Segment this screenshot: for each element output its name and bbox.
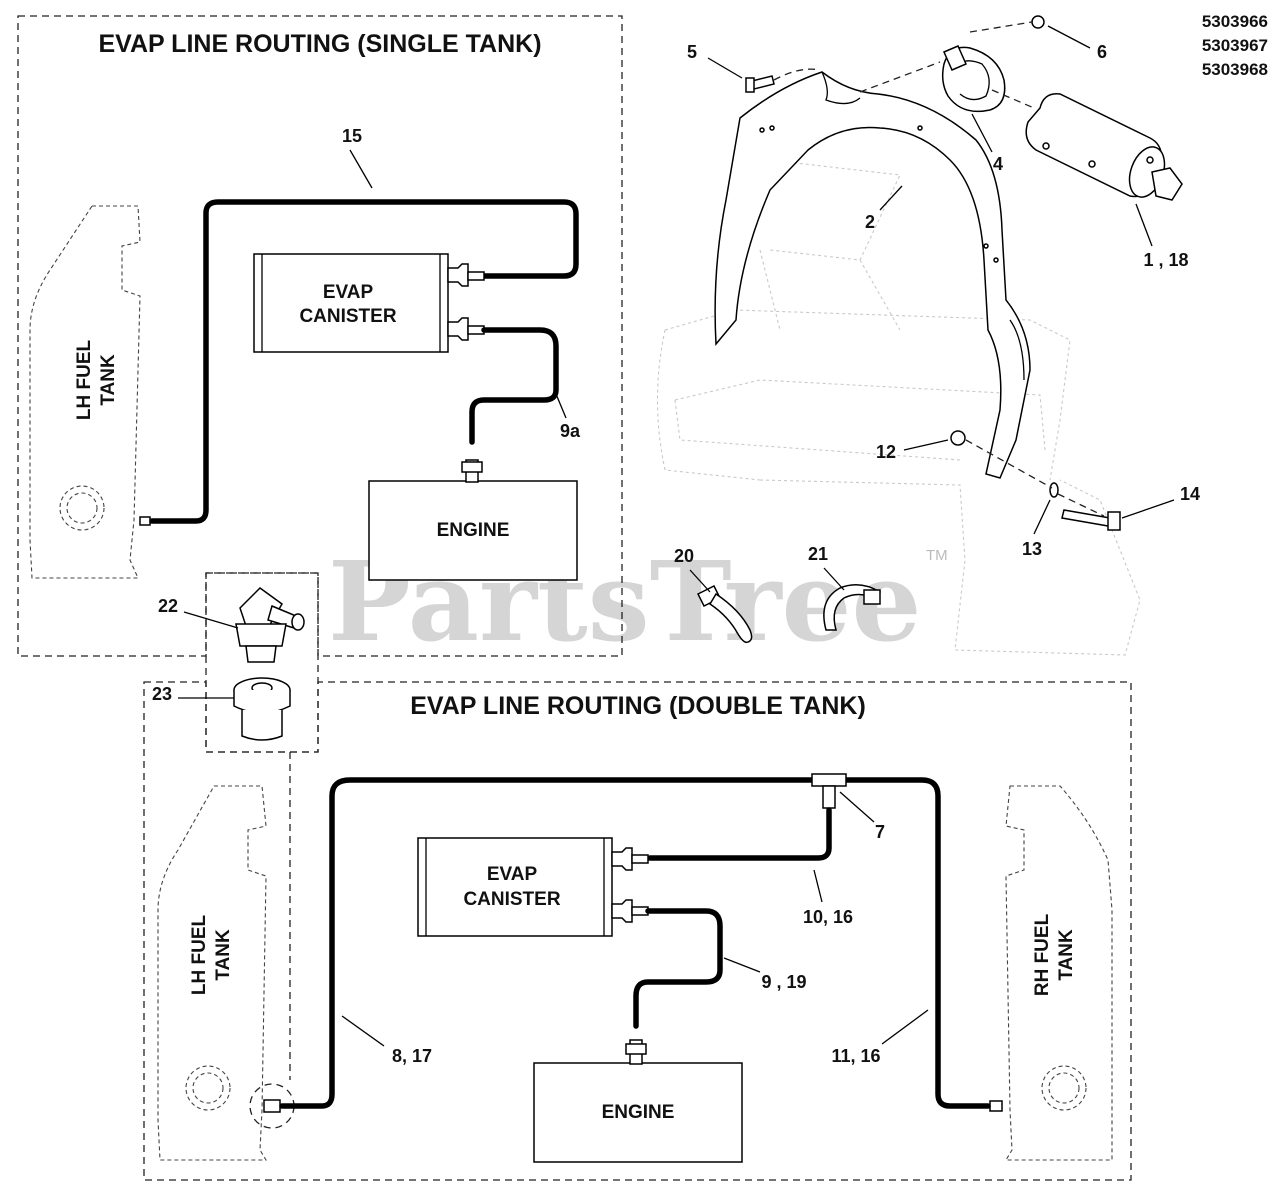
single-canister-label-1: EVAP	[323, 282, 374, 303]
callout-9-19: 9 , 19	[761, 972, 806, 992]
part-6-nut	[1031, 15, 1045, 29]
part-5-screw	[745, 75, 775, 93]
callout-13: 13	[1022, 539, 1042, 559]
double-engine-label: ENGINE	[602, 1102, 675, 1123]
part-12-nut	[950, 430, 966, 446]
single-hose-15	[149, 199, 579, 524]
callout-10-16: 10, 16	[803, 907, 853, 927]
single-tank-title: EVAP LINE ROUTING (SINGLE TANK)	[98, 30, 541, 58]
double-lh-fuel-tank: LH FUEL TANK	[157, 785, 295, 1161]
single-tank-label-1: LH FUEL	[74, 340, 95, 421]
single-evap-canister: EVAP CANISTER	[253, 253, 485, 353]
callout-20: 20	[674, 546, 694, 566]
double-rh-tank-label-1: RH FUEL	[1032, 913, 1053, 996]
double-rh-tank-label-2: TANK	[1056, 929, 1077, 981]
callout-21: 21	[808, 544, 828, 564]
part-13-washer	[1049, 482, 1059, 498]
single-hose-9a	[469, 327, 559, 445]
callout-2: 2	[865, 212, 875, 232]
callout-4: 4	[993, 154, 1003, 174]
callout-12: 12	[876, 442, 896, 462]
double-rh-fuel-tank: RH FUEL TANK	[989, 785, 1113, 1161]
single-engine: ENGINE	[368, 459, 578, 581]
callout-5: 5	[687, 42, 697, 62]
double-canister-label-1: EVAP	[487, 864, 538, 885]
part-2-bracket	[714, 71, 1031, 479]
single-lh-fuel-tank: LH FUEL TANK	[29, 205, 151, 579]
tee-fitting-7	[811, 773, 847, 809]
part-number-2: 5303967	[1202, 36, 1268, 55]
double-hose-8-17	[279, 777, 815, 1109]
part-20-cable-tie: 20	[674, 546, 753, 644]
callout-6: 6	[1097, 42, 1107, 62]
single-canister-label-2: CANISTER	[299, 306, 396, 327]
double-lh-tank-label-1: LH FUEL	[189, 915, 210, 996]
callout-22: 22	[158, 596, 178, 616]
double-hose-11-16	[843, 777, 991, 1109]
part-22-fitting	[235, 587, 305, 663]
grommet-fitting-box: 22 23	[152, 572, 319, 753]
double-engine: ENGINE	[533, 1039, 743, 1163]
single-engine-label: ENGINE	[437, 520, 510, 541]
bracket-assembly: 5 6 4 2 1 , 18 12 13 14	[687, 15, 1200, 559]
single-tank-panel: EVAP LINE ROUTING (SINGLE TANK) LH FUEL …	[17, 15, 623, 657]
callout-23: 23	[152, 684, 172, 704]
part-1-18-canister	[1025, 93, 1183, 201]
callout-8-17: 8, 17	[392, 1046, 432, 1066]
double-lh-tank-label-2: TANK	[213, 929, 234, 981]
double-hose-10-16	[647, 807, 832, 861]
double-canister-label-2: CANISTER	[463, 889, 560, 910]
part-21-clamp: 21	[808, 544, 881, 631]
double-tank-title: EVAP LINE ROUTING (DOUBLE TANK)	[410, 692, 866, 720]
part-14-bolt	[1061, 509, 1121, 531]
callout-11-16: 11, 16	[831, 1046, 880, 1066]
single-tank-label-2: TANK	[98, 354, 119, 406]
double-hose-9-19	[633, 908, 723, 1029]
double-evap-canister: EVAP CANISTER	[417, 837, 649, 937]
callout-1-18: 1 , 18	[1143, 250, 1188, 270]
callout-14: 14	[1180, 484, 1200, 504]
double-tank-panel: EVAP LINE ROUTING (DOUBLE TANK) LH FUEL …	[143, 681, 1132, 1181]
part-number-3: 5303968	[1202, 60, 1268, 79]
callout-9a: 9a	[560, 421, 581, 441]
callout-7: 7	[875, 822, 885, 842]
part-23-grommet	[233, 677, 291, 741]
callout-15: 15	[342, 126, 362, 146]
part-number-1: 5303966	[1202, 12, 1268, 31]
watermark-tm: TM	[926, 547, 948, 564]
